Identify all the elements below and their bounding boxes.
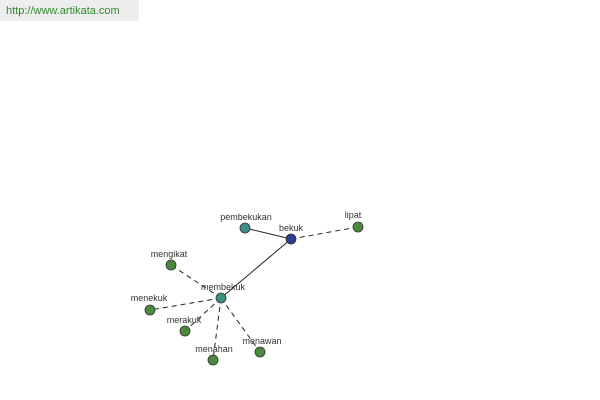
edge-bekuk-membekuk xyxy=(220,238,292,299)
node-merakuk[interactable] xyxy=(179,325,191,337)
node-label-lipat[interactable]: lipat xyxy=(345,210,362,220)
node-mengikat[interactable] xyxy=(165,259,177,271)
node-label-merakuk[interactable]: merakuk xyxy=(167,315,202,325)
graph-edges xyxy=(149,226,359,361)
node-label-menahan[interactable]: menahan xyxy=(195,344,233,354)
edge-membekuk-menahan xyxy=(212,297,222,361)
node-membekuk[interactable] xyxy=(215,292,227,304)
source-url[interactable]: http://www.artikata.com xyxy=(0,0,139,21)
graph-labels: bekuk pembekukan lipat membekuk mengikat mene… xyxy=(131,210,362,354)
node-label-pembekukan[interactable]: pembekukan xyxy=(220,212,272,222)
node-pembekukan[interactable] xyxy=(239,222,251,234)
edge-membekuk-merakuk xyxy=(184,297,222,332)
node-label-membekuk[interactable]: membekuk xyxy=(201,282,246,292)
edge-membekuk-mengikat xyxy=(170,264,222,299)
edge-membekuk-menekuk xyxy=(149,297,222,311)
node-label-menawan[interactable]: menawan xyxy=(242,336,281,346)
node-bekuk[interactable] xyxy=(285,233,297,245)
node-lipat[interactable] xyxy=(352,221,364,233)
edge-bekuk-pembekukan xyxy=(244,227,292,240)
node-label-bekuk[interactable]: bekuk xyxy=(279,223,304,233)
edge-bekuk-lipat xyxy=(290,226,359,240)
graph-nodes xyxy=(144,221,364,366)
node-label-menekuk[interactable]: menekuk xyxy=(131,293,168,303)
node-menahan[interactable] xyxy=(207,354,219,366)
node-menawan[interactable] xyxy=(254,346,266,358)
node-menekuk[interactable] xyxy=(144,304,156,316)
edge-membekuk-menawan xyxy=(220,297,261,353)
node-label-mengikat[interactable]: mengikat xyxy=(151,249,188,259)
